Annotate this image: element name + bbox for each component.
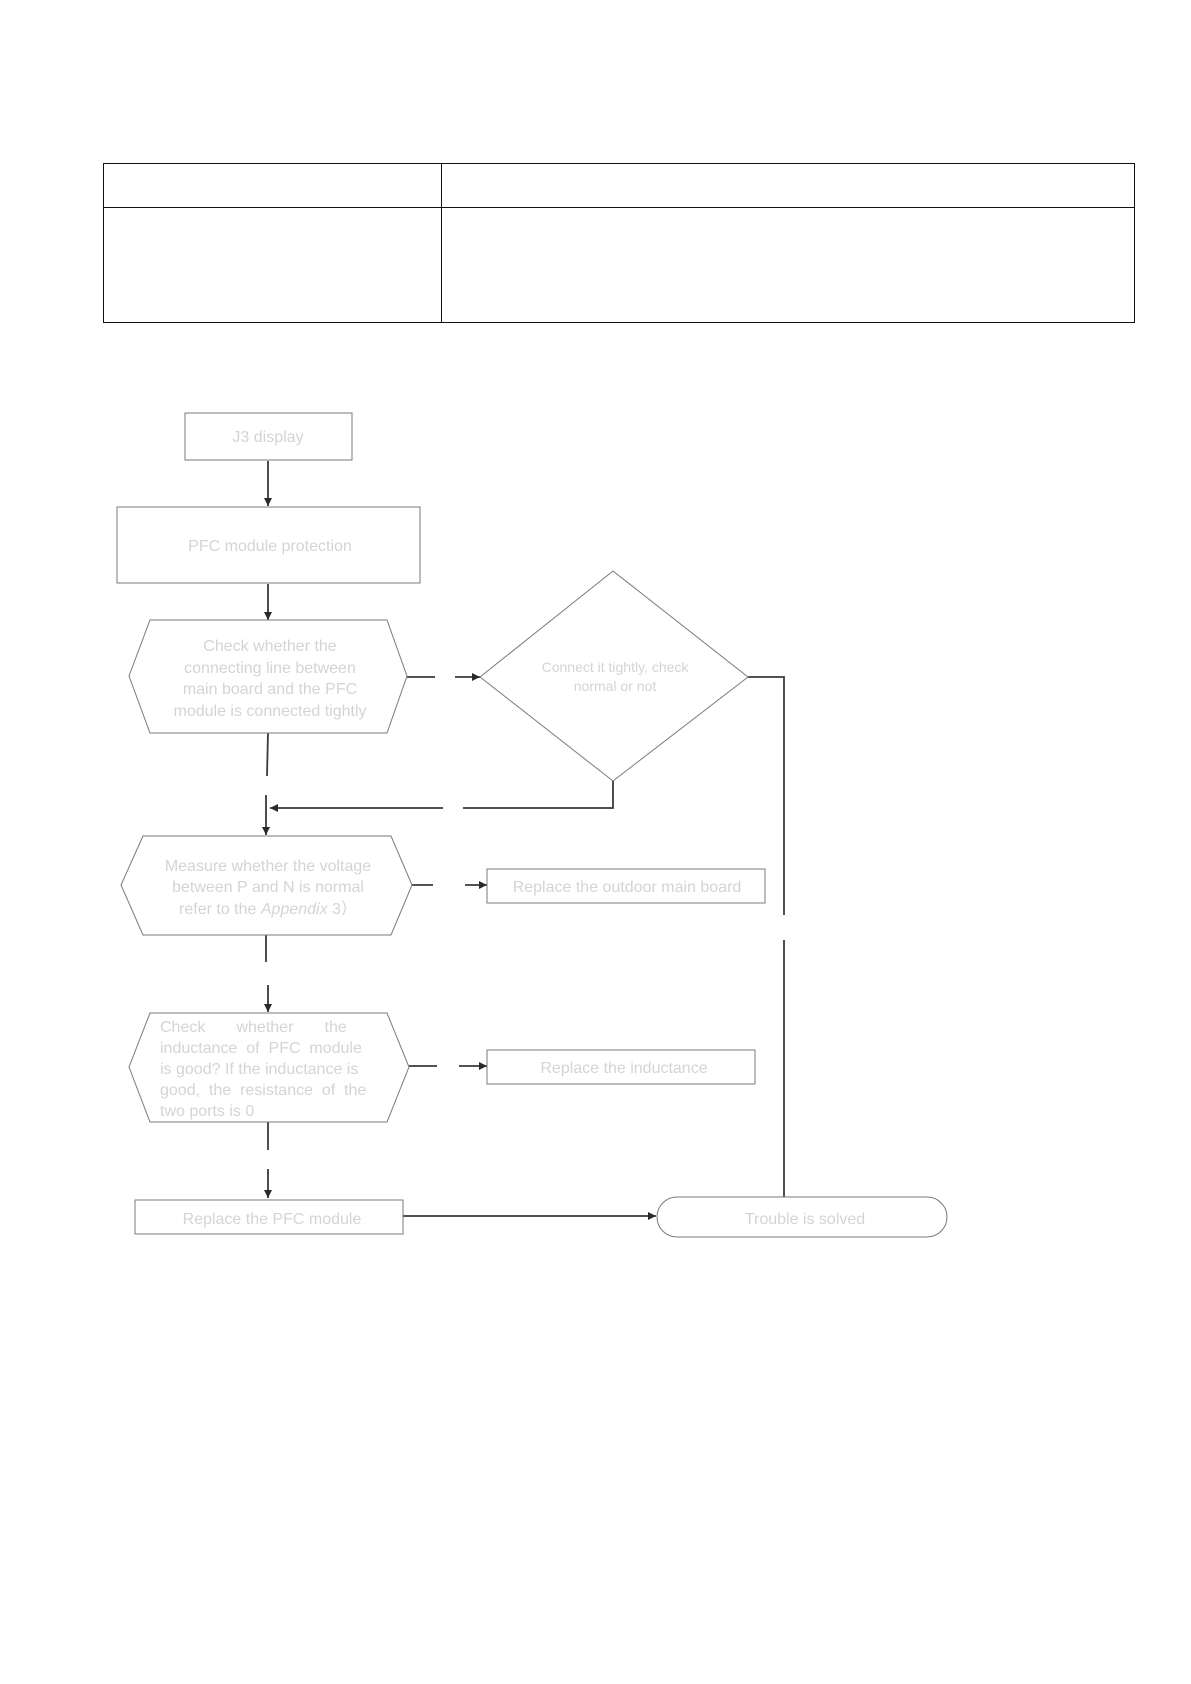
node-shape xyxy=(120,835,413,936)
node-label-line: inductance of PFC module xyxy=(160,1040,362,1057)
node-label-line: normal or not xyxy=(574,678,657,694)
node-replace-pfc-module: Replace the PFC module xyxy=(134,1199,404,1235)
node-shape xyxy=(486,868,766,904)
header-table xyxy=(103,163,1135,324)
node-measure-voltage: Measure whether the voltage between P an… xyxy=(120,835,413,936)
node-label: Replace the inductance xyxy=(540,1060,707,1077)
node-trouble-solved: Trouble is solved xyxy=(656,1196,948,1238)
node-shape xyxy=(128,1012,410,1123)
table-cell xyxy=(103,206,442,324)
node-label: Replace the outdoor main board xyxy=(513,879,742,896)
node-pfc-protection: PFC module protection xyxy=(116,506,421,584)
node-label-line: good, the resistance of the xyxy=(160,1082,366,1099)
node-shape xyxy=(134,1199,404,1235)
connector-diamond-down xyxy=(463,778,614,809)
node-label-line: Check whether the xyxy=(160,1019,347,1036)
node-shape xyxy=(116,506,421,584)
node-label-line: between P and N is normal xyxy=(172,879,364,896)
connector-check-down xyxy=(266,732,269,777)
node-shape xyxy=(656,1196,948,1238)
node-label: Trouble is solved xyxy=(745,1211,865,1228)
node-connect-tightly-decision: Connect it tightly, check normal or not xyxy=(479,570,749,782)
node-label: PFC module protection xyxy=(188,538,352,555)
connectors xyxy=(262,461,805,1220)
node-label-line: Connect it tightly, check xyxy=(542,659,690,675)
node-label: J3 display xyxy=(232,429,303,446)
node-label-line: is good? If the inductance is xyxy=(160,1061,358,1078)
table-row xyxy=(103,206,1135,324)
node-check-inductance: Check whether the inductance of PFC modu… xyxy=(128,1012,410,1123)
node-label-line: Measure whether the voltage xyxy=(165,858,371,875)
node-label-line: refer to the Appendix 3） xyxy=(179,900,357,918)
connector-diamond-to-right xyxy=(748,676,785,915)
node-check-connection: Check whether the connecting line betwee… xyxy=(128,619,408,734)
node-replace-inductance: Replace the inductance xyxy=(486,1049,756,1085)
node-label-line: Check whether the xyxy=(203,638,337,655)
node-label: Replace the PFC module xyxy=(183,1211,362,1228)
table-cell xyxy=(441,206,1135,324)
node-shape xyxy=(184,412,353,461)
node-label-line: two ports is 0 xyxy=(160,1103,254,1120)
node-j3-display: J3 display xyxy=(184,412,353,461)
node-replace-main-board: Replace the outdoor main board xyxy=(486,868,766,904)
decision-diamond xyxy=(479,570,749,782)
node-label-line: main board and the PFC xyxy=(183,681,357,698)
node-label-line: connecting line between xyxy=(184,660,356,677)
node-shape xyxy=(128,619,408,734)
node-label-line: module is connected tightly xyxy=(174,703,367,720)
node-shape xyxy=(486,1049,756,1085)
